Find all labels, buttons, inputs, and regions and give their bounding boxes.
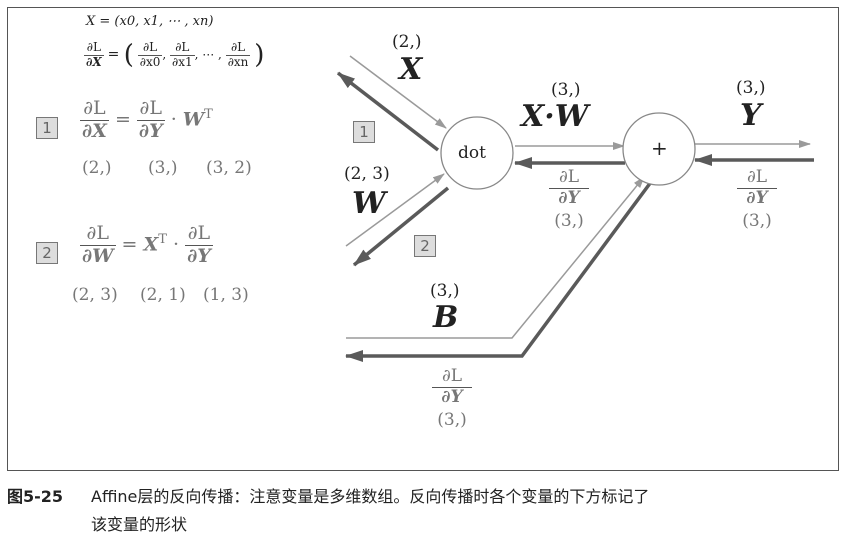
eq1-lhs: ∂L∂X bbox=[80, 97, 109, 142]
grad-def-term-1: ∂L∂x1 bbox=[169, 39, 195, 69]
gradient-definition: ∂L∂X = ( ∂L∂x0, ∂L∂x1, ⋯ , ∂L∂xn ) bbox=[84, 39, 265, 70]
eq1-badge: 1 bbox=[36, 117, 58, 139]
xw-shape: (3,) bbox=[551, 80, 581, 100]
eq2-lhs: ∂L∂W bbox=[80, 222, 116, 267]
eq2-badge: 2 bbox=[36, 242, 58, 264]
x-definition: X = (x0, x1, ⋯ , xn) bbox=[86, 14, 214, 29]
grad-def-term-0: ∂L∂x0 bbox=[137, 39, 163, 69]
plus-node bbox=[622, 112, 696, 186]
grad-def-lhs: ∂L∂X bbox=[84, 39, 104, 69]
graph-badge-1: 1 bbox=[353, 121, 375, 143]
eq2-shape-rhs1: (2, 1) bbox=[140, 285, 186, 305]
backward-arrow-x bbox=[336, 71, 440, 152]
b-shape: (3,) bbox=[430, 281, 460, 301]
eq1-shape-rhs1: (3,) bbox=[148, 158, 178, 178]
grad-mid-shape: (3,) bbox=[554, 211, 584, 232]
x-label: X bbox=[399, 52, 423, 87]
eq2-shape-rhs2: (1, 3) bbox=[203, 285, 249, 305]
figure-number: 图5-25 bbox=[7, 487, 64, 506]
forward-arrow-x bbox=[349, 55, 447, 129]
caption-line-2: 该变量的形状 bbox=[91, 515, 188, 534]
grad-right: ∂L∂Y (3,) bbox=[737, 167, 777, 232]
xw-label: X·W bbox=[521, 99, 589, 134]
equation-2: ∂L∂W = XT · ∂L∂Y bbox=[80, 222, 213, 267]
forward-arrow-w bbox=[345, 173, 445, 247]
caption-line-1: Affine层的反向传播：注意变量是多维数组。反向传播时各个变量的下方标记了 bbox=[91, 487, 650, 506]
grad-right-shape: (3,) bbox=[742, 211, 772, 232]
eq1-shape-lhs: (2,) bbox=[82, 158, 112, 178]
eq1-rhs1: ∂L∂Y bbox=[136, 97, 165, 142]
dot-node bbox=[440, 116, 514, 190]
grad-bottom: ∂L∂Y (3,) bbox=[432, 366, 472, 431]
grad-bottom-shape: (3,) bbox=[437, 410, 467, 431]
b-label: B bbox=[433, 300, 459, 335]
grad-mid: ∂L∂Y (3,) bbox=[549, 167, 589, 232]
forward-arrow-b bbox=[346, 176, 645, 339]
w-label: W bbox=[352, 186, 386, 221]
eq2-shape-lhs: (2, 3) bbox=[72, 285, 118, 305]
w-shape: (2, 3) bbox=[344, 164, 390, 184]
figure-caption: 图5-25 Affine层的反向传播：注意变量是多维数组。反向传播时各个变量的下方… bbox=[7, 483, 839, 539]
plus-node-label: + bbox=[651, 136, 668, 160]
figure-frame bbox=[7, 7, 839, 471]
y-label: Y bbox=[740, 98, 762, 133]
x-shape: (2,) bbox=[392, 32, 422, 52]
eq1-shape-rhs2: (3, 2) bbox=[206, 158, 252, 178]
y-shape: (3,) bbox=[736, 78, 766, 98]
eq2-rhs2: ∂L∂Y bbox=[185, 222, 213, 267]
dot-node-label: dot bbox=[458, 143, 486, 163]
graph-badge-2: 2 bbox=[414, 235, 436, 257]
backward-arrow-w bbox=[352, 186, 450, 267]
grad-def-term-2: ∂L∂xn bbox=[225, 39, 251, 69]
backward-arrow-b bbox=[345, 180, 653, 362]
equation-1: ∂L∂X = ∂L∂Y · WT bbox=[80, 97, 213, 142]
